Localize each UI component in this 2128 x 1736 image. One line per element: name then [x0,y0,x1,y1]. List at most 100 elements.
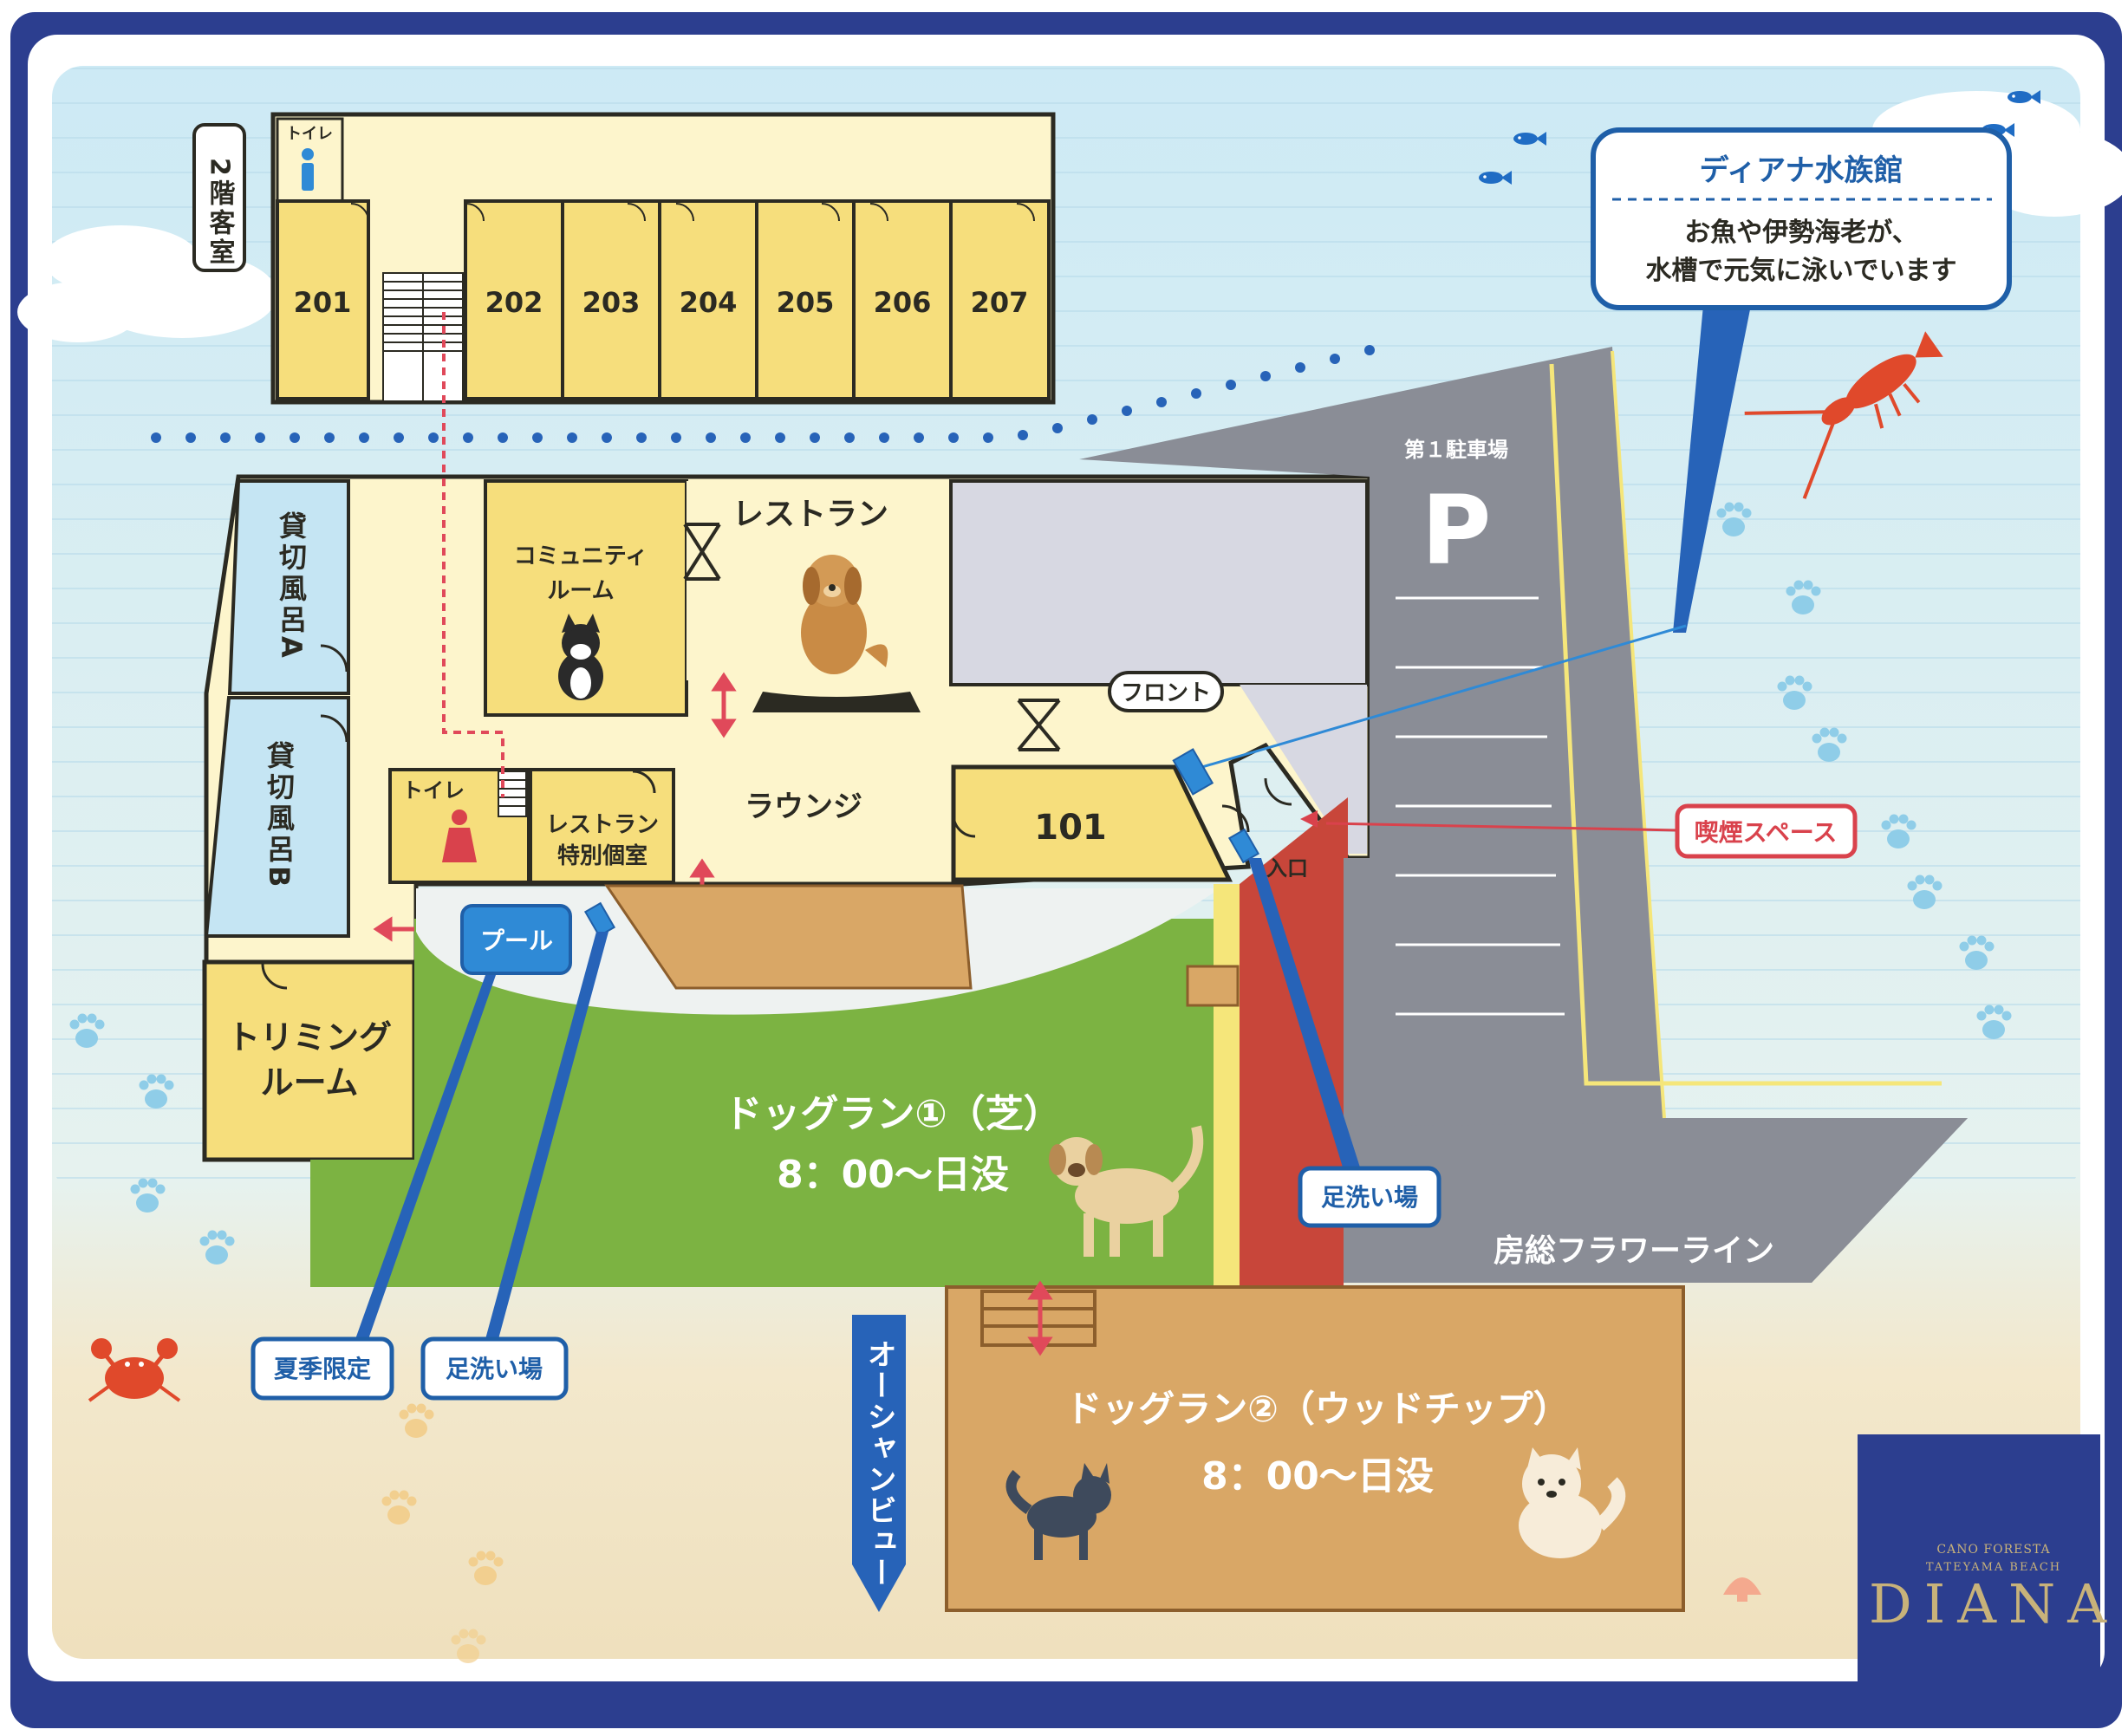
room-label: 207 [971,286,1029,319]
summer-only-callout [251,1336,394,1401]
foot-wash-entrance-label: 足洗い場 [1321,1183,1418,1212]
double-door [1017,699,1061,751]
parking-title: 第１駐車場 [1404,438,1508,462]
summer-only-pointer [355,975,496,1339]
male-toilet-icon [302,148,314,191]
deck-steps [1186,965,1240,1007]
private-bath-a [227,479,350,695]
parking-lot-edge [1611,350,1666,1119]
aquarium-marker [1172,748,1214,796]
restaurant-label: レストラン [732,497,888,532]
trimming-room [202,959,417,1162]
floor2-toilet-label: トイレ [286,125,333,143]
room-201 [276,199,370,400]
dog-run-2-hours: 8：00～日没 [1201,1454,1434,1499]
logo-small-line2: TATEYAMA BEACH [1926,1561,2061,1574]
dog-run-1-title: ドッグラン①（芝） [724,1092,1061,1136]
dog-icon [1005,1463,1111,1560]
arrow-indicator [1027,1280,1053,1356]
parking-symbol: P [1422,475,1492,586]
trimming-room-label-line1: トリミング [227,1018,392,1057]
dog-icon [558,614,603,700]
smoking-label: 喫煙スペース [1695,818,1838,847]
room-label: 204 [680,286,738,319]
pool-foot-wash-marker [583,901,616,938]
dog-run-2 [945,1285,1685,1612]
private-dining-label-line1: レストラン [546,812,659,838]
crab-icon [88,1338,181,1402]
smoking-pointer-line [1325,822,1678,832]
floor2-label-box [192,123,246,272]
pool-badge [460,904,572,975]
private-bath-b [204,696,350,938]
shell-icon [1723,1577,1761,1602]
entrance-label: 入口 [1266,856,1308,881]
aquarium-pointer [1673,305,1751,633]
floor2-label: 2階客室 [205,158,236,268]
private-dining-room [529,768,675,884]
front-desk-label: フロント [1121,680,1211,706]
aquarium-pointer-line [1195,624,1687,770]
smoking-marker [1300,810,1318,828]
aquarium-desc-line2: 水槽で元気に泳いでいます [1645,256,1956,286]
room-202 [464,199,564,400]
private-bath-a-label: 貸切風呂A [275,511,308,661]
ocean-view-arrow [852,1315,906,1612]
community-room-label-line2: ルーム [547,578,614,604]
road [1344,1118,1968,1283]
pool-foot-wash-callout [420,1336,569,1401]
room-101-label: 101 [1034,808,1107,848]
double-door [683,523,721,581]
arrow-indicator [711,672,737,738]
room-206 [852,199,953,400]
entrance-path [1240,797,1348,1287]
room-label: 201 [294,286,352,319]
restaurant-counter [752,692,921,712]
logo-name: DIANA [1869,1572,2118,1635]
summer-only-label: 夏季限定 [274,1355,371,1383]
private-bath-b-label: 貸切風呂B [263,741,296,890]
foot-wash-marker [1227,828,1260,864]
room-207 [949,199,1051,400]
cloud-left [17,225,277,342]
gray-room [949,479,1369,686]
floor2-stairs [382,272,464,402]
pool-foot-wash-pointer [485,932,608,1339]
logo-small-line1: CANO FORESTA [1936,1543,2050,1557]
dog-run-1-hours: 8：00～日没 [777,1153,1009,1197]
wooden-deck [604,884,973,990]
room-205 [755,199,856,400]
dog-run-2-title: ドッグラン②（ウッドチップ） [1065,1388,1570,1430]
dog-icon [1519,1447,1626,1558]
private-dining-label-line2: 特別個室 [557,842,648,869]
stair-route [442,312,504,797]
aquarium-title: ディアナ水族館 [1700,153,1903,188]
room-label: 206 [874,286,932,319]
smoking-callout [1675,803,1858,859]
foot-wash-pointer [1248,858,1361,1170]
pool-label: プール [480,927,553,955]
floor2-rooms [276,199,1051,400]
trimming-room-label-line2: ルーム [261,1063,359,1102]
yellow-strip [1214,884,1240,1287]
parking-lot-edge [1549,363,1942,1086]
female-toilet-icon [442,809,477,862]
room-label: 205 [777,286,835,319]
floor1-toilet-label: トイレ [402,778,465,803]
road-label: 房総フラワーライン [1494,1233,1774,1269]
parking-space-lines [1396,596,1565,1016]
lounge-label: ラウンジ [745,790,862,824]
aquarium-callout [1591,127,2012,310]
foot-wash-entrance-callout [1298,1166,1441,1228]
community-room-label-line1: コミュニティ [514,543,648,569]
ocean-view-label: オーシャンビュー [862,1339,896,1589]
logo-box [1858,1434,2100,1686]
room-label: 203 [582,286,641,319]
aquarium-desc-line1: お魚や伊勢海老が、 [1684,218,1917,248]
front-desk [1108,671,1224,712]
room-label: 202 [485,286,543,319]
lobster-icon [1744,331,1943,499]
dog-icon [1049,1125,1204,1257]
